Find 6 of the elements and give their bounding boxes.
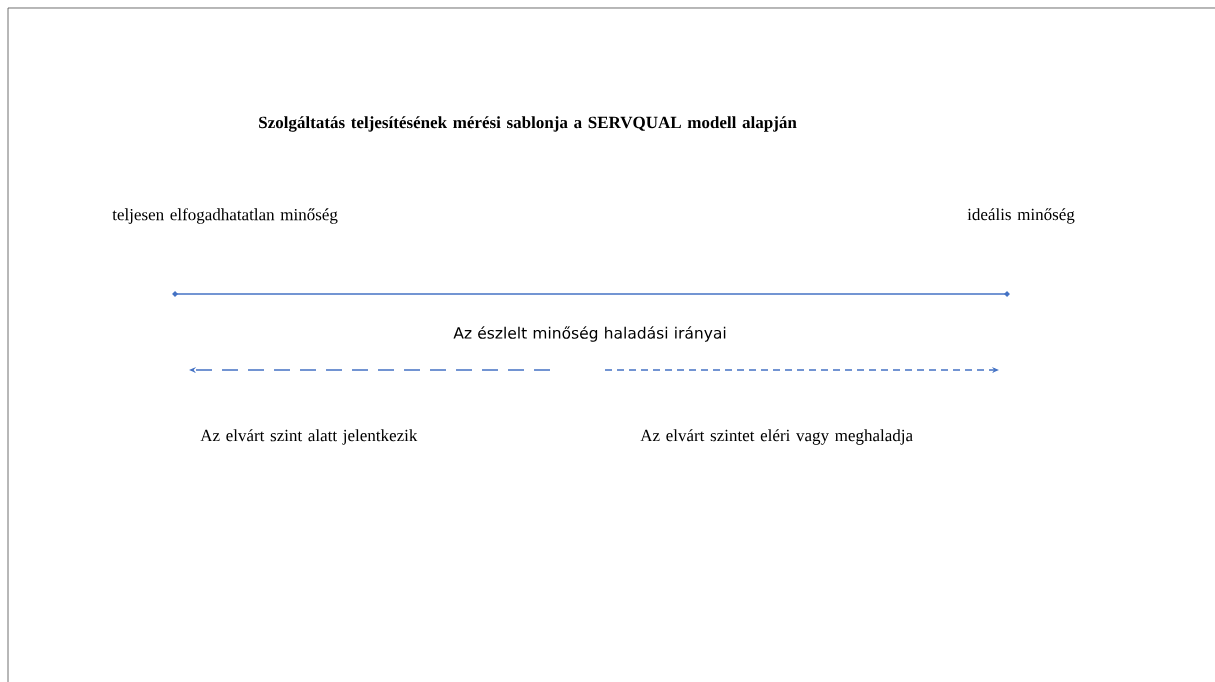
direction-label: Az elvárt szintet eléri vagy meghaladja [640,429,913,445]
axis-caption: Az észlelt minőség haladási irányai [453,326,726,342]
title: Szolgáltatás teljesítésének mérési sablonja a SERVQUAL modell alapján [259,116,797,132]
scale-end-label: ideális minőség [967,208,1075,224]
scale-end-label: teljesen elfogadhatatlan minőség [112,208,338,224]
direction-label: Az elvárt szint alatt jelentkezik [200,429,418,445]
